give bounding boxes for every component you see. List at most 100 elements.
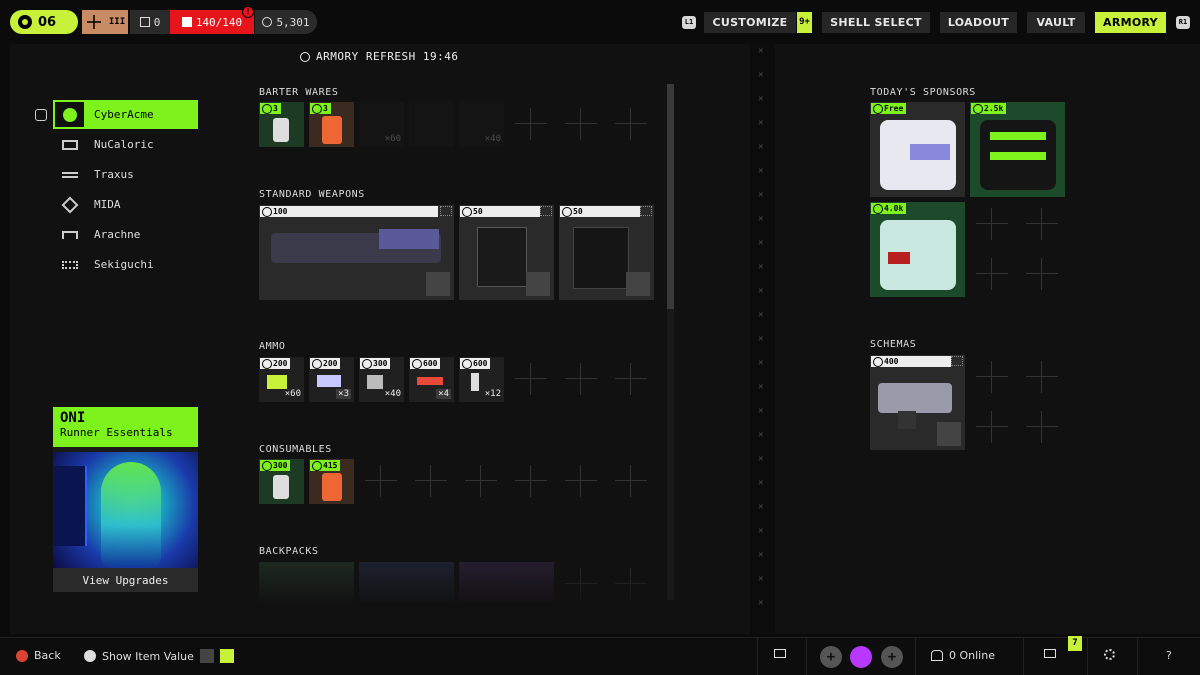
stick-button-icon — [84, 650, 96, 662]
empty-slot — [509, 357, 553, 401]
item-price: 3 — [310, 103, 331, 114]
section-title-weapons: STANDARD WEAPONS — [259, 189, 365, 200]
armory-scrollbar[interactable] — [667, 84, 674, 600]
barter-item[interactable] — [409, 102, 454, 147]
manufacturer-cyberacme[interactable]: CyberAcme — [53, 100, 198, 129]
friends-online[interactable]: 0 Online — [931, 649, 995, 662]
rank-label: III — [108, 17, 126, 27]
manufacturer-nucaloric[interactable]: NuCaloric — [53, 130, 198, 159]
divider — [1023, 638, 1024, 675]
scrollbar-thumb[interactable] — [667, 84, 674, 309]
barter-item[interactable]: ×40 — [459, 102, 504, 147]
circle-button-icon — [16, 649, 28, 662]
item-price: 100 — [260, 206, 438, 217]
oni-subtitle: Runner Essentials — [60, 426, 173, 439]
weapon-item[interactable]: 100 — [259, 205, 454, 300]
compare-icon — [640, 206, 652, 216]
manufacturer-arachne[interactable]: Arachne — [53, 220, 198, 249]
weapon-item[interactable]: 50 — [559, 205, 654, 300]
empty-slot — [559, 102, 603, 146]
oni-portrait — [53, 452, 198, 569]
add-party-right-button[interactable]: + — [881, 646, 903, 668]
player-avatar[interactable] — [850, 646, 872, 668]
health-chip: 140/140 — [170, 10, 254, 34]
empty-slot — [509, 102, 553, 146]
show-item-value-button[interactable]: Show Item Value — [84, 649, 234, 663]
manufacturer-traxus[interactable]: Traxus — [53, 160, 198, 189]
empty-slot — [1020, 202, 1064, 246]
ammo-item[interactable]: 200 ×60 — [259, 357, 304, 402]
item-quantity: ×12 — [484, 389, 501, 399]
ammo-item[interactable]: 600 ×4 — [409, 357, 454, 402]
sponsor-kit[interactable]: 4.0k — [870, 202, 965, 297]
divider-strip: ✕✕✕✕✕✕✕✕✕✕✕✕✕✕✕✕✕✕✕✕✕✕✕✕ — [752, 44, 774, 634]
consumable-item[interactable]: 300 — [259, 459, 304, 504]
empty-slot — [559, 459, 603, 503]
ammo-item[interactable]: 600 ×12 — [459, 357, 504, 402]
nav-shell-select[interactable]: SHELL SELECT — [822, 12, 930, 33]
nav-loadout[interactable]: LOADOUT — [940, 12, 1017, 33]
currency-chip: 5,301 — [255, 10, 317, 34]
manufacturer-label: NuCaloric — [94, 138, 154, 151]
settings-gear-icon[interactable] — [1104, 649, 1115, 660]
empty-slot — [970, 202, 1014, 246]
empty-slot — [609, 357, 653, 401]
empty-slot — [459, 459, 503, 503]
view-upgrades-button[interactable]: View Upgrades — [53, 568, 198, 592]
item-price: 4.0k — [871, 203, 907, 214]
manufacturer-sekiguchi[interactable]: Sekiguchi — [53, 250, 198, 279]
ammo-type-icon — [937, 422, 961, 446]
level-value: 06 — [38, 14, 57, 30]
item-price: 50 — [460, 206, 540, 217]
nav-armory[interactable]: ARMORY — [1095, 12, 1166, 33]
empty-slot — [1020, 405, 1064, 449]
weapon-item[interactable]: 50 — [459, 205, 554, 300]
item-price: 50 — [560, 206, 640, 217]
manufacturer-label: Sekiguchi — [94, 258, 154, 271]
schema-item[interactable]: 400 — [870, 355, 965, 450]
nav-vault[interactable]: VAULT — [1027, 12, 1085, 33]
mail-badge: 7 — [1068, 636, 1082, 651]
rank-chip: III — [106, 10, 128, 34]
barter-item[interactable]: 3 — [309, 102, 354, 147]
section-title-consumables: CONSUMABLES — [259, 444, 332, 455]
ammo-item[interactable]: 300 ×40 — [359, 357, 404, 402]
currency-value: 5,301 — [276, 15, 310, 29]
item-price: 300 — [360, 358, 391, 369]
manufacturer-label: CyberAcme — [94, 108, 154, 121]
barter-item[interactable]: 3 — [259, 102, 304, 147]
manufacturer-mida[interactable]: MIDA — [53, 190, 198, 219]
crates-chip: 0 — [130, 10, 170, 34]
empty-slot — [359, 459, 403, 503]
item-price: Free — [871, 103, 907, 114]
runner-icon — [18, 15, 32, 29]
empty-slot — [1020, 252, 1064, 296]
empty-slot — [970, 405, 1014, 449]
chat-icon[interactable] — [774, 649, 786, 658]
sponsor-kit[interactable]: Free — [870, 102, 965, 197]
health-icon — [181, 17, 192, 27]
divider — [806, 638, 807, 675]
traxus-icon — [53, 160, 86, 189]
oni-title: ONI — [60, 410, 86, 426]
item-price: 300 — [260, 460, 291, 471]
empty-slot — [409, 459, 453, 503]
oni-card[interactable]: ONI Runner Essentials View Upgrades — [53, 407, 198, 592]
r1-button-icon: R1 — [1176, 16, 1190, 29]
barter-item[interactable]: ×60 — [359, 102, 404, 147]
sponsor-kit[interactable]: 2.5k — [970, 102, 1065, 197]
item-quantity: ×60 — [384, 134, 401, 144]
item-price: 600 — [460, 358, 491, 369]
back-button[interactable]: Back — [16, 649, 61, 662]
crates-count: 0 — [153, 15, 161, 29]
help-button[interactable]: ? — [1166, 649, 1172, 662]
ammo-item[interactable]: 200 ×3 — [309, 357, 354, 402]
nav-customize[interactable]: CUSTOMIZE — [704, 12, 796, 33]
mail-icon[interactable] — [1044, 649, 1056, 658]
customize-badge: 9+ — [797, 12, 812, 33]
consumable-item[interactable]: 415 — [309, 459, 354, 504]
divider — [757, 638, 758, 675]
section-title-barter: BARTER WARES — [259, 87, 339, 98]
add-party-left-button[interactable]: + — [820, 646, 842, 668]
empty-slot — [1020, 355, 1064, 399]
